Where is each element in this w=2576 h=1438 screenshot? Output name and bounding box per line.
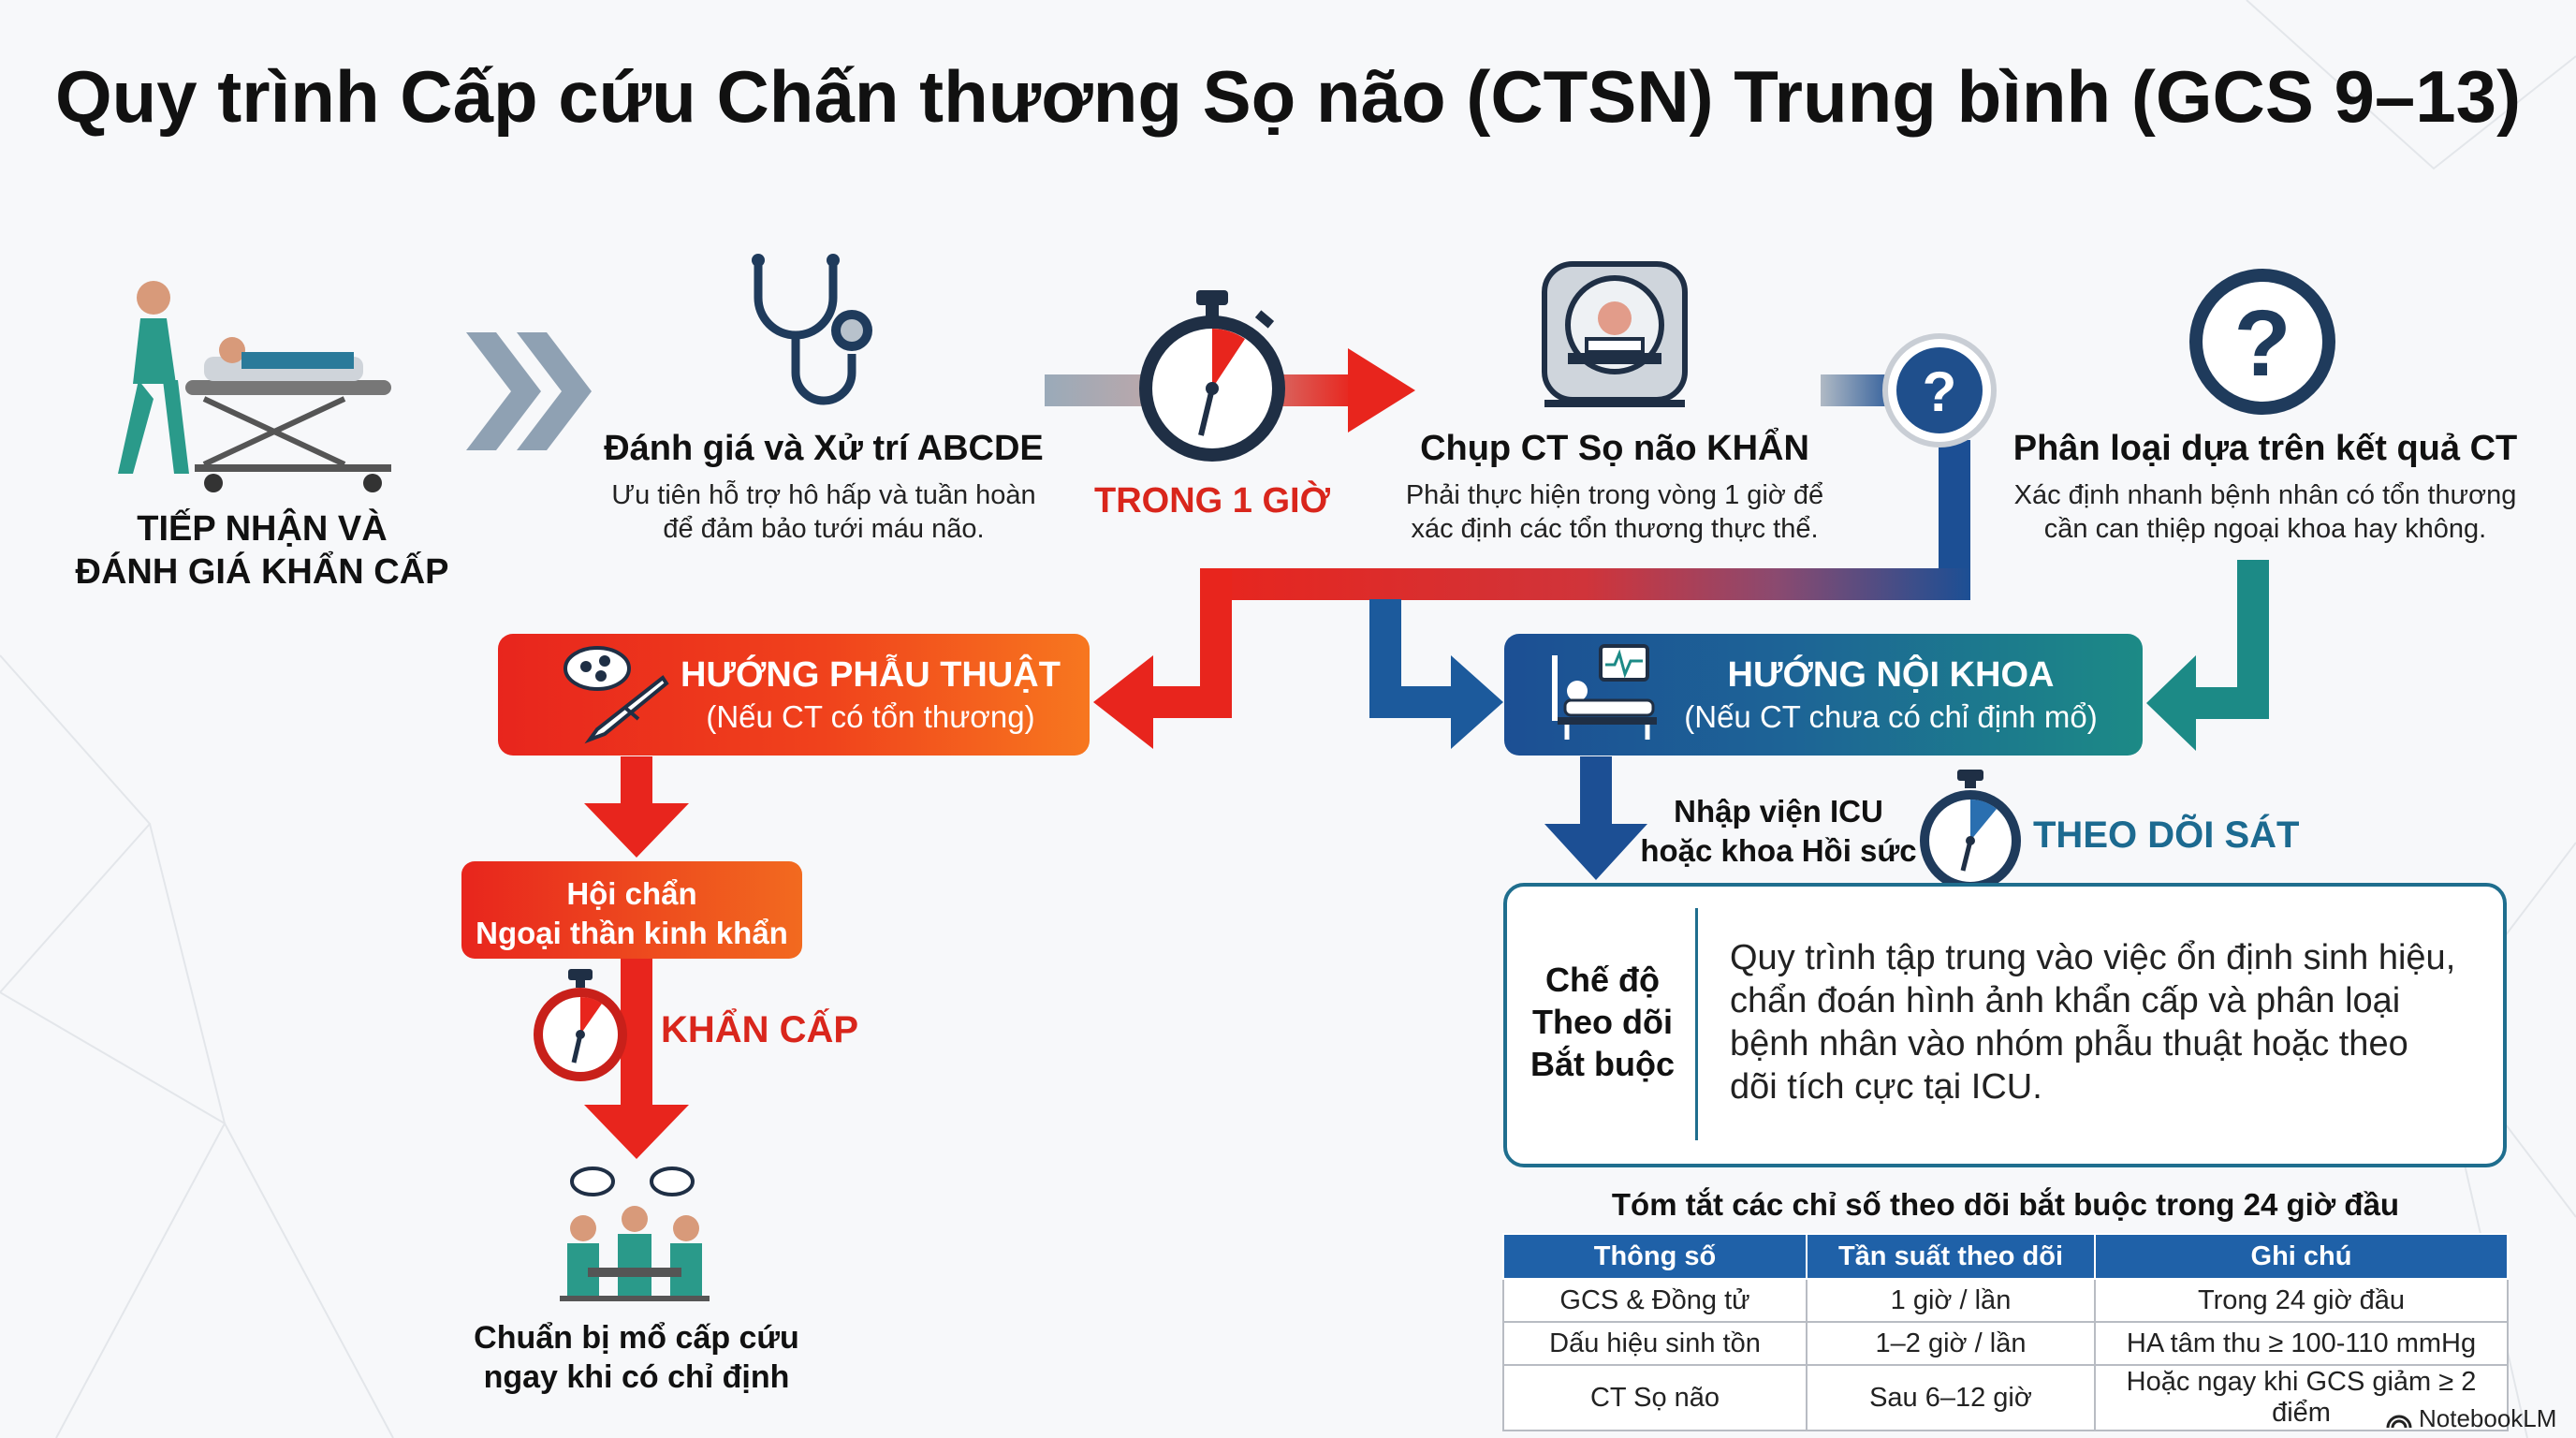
classify-title: Phân loại dựa trên kết quả CT xyxy=(2012,429,2518,468)
classify-desc-2: cần can thiệp ngoại khoa hay không. xyxy=(2043,514,2487,544)
ct-step: Chụp CT Sọ não KHẨN Phải thực hiện trong… xyxy=(1385,429,1844,546)
medical-box-text: HƯỚNG NỘI KHOA (Nếu CT chưa có chỉ định … xyxy=(1661,655,2120,735)
abcde-title: Đánh giá và Xử trí ABCDE xyxy=(604,429,1044,468)
consult-line-2: Ngoại thần kinh khẩn xyxy=(476,916,788,950)
metrics-table: Thông số Tần suất theo dõi Ghi chú GCS &… xyxy=(1502,1233,2509,1431)
panel-label-1: Chế độ xyxy=(1545,961,1660,999)
surgery-prep-text: Chuẩn bị mổ cấp cứu ngay khi có chỉ định xyxy=(440,1318,833,1397)
icu-bed-icon xyxy=(1552,644,1657,740)
ct-desc-2: xác định các tổn thương thực thể. xyxy=(1411,514,1819,544)
brand-name: NotebookLM xyxy=(2419,1404,2557,1432)
page-title: Quy trình Cấp cứu Chấn thương Sọ não (CT… xyxy=(54,55,2522,138)
intake-line-1: TIẾP NHẬN VÀ xyxy=(137,509,388,549)
prep-line-2: ngay khi có chỉ định xyxy=(483,1359,790,1395)
table-title: Tóm tắt các chỉ số theo dõi bắt buộc tro… xyxy=(1611,1187,2400,1222)
icu-admit-text: Nhập viện ICU hoặc khoa Hồi sức xyxy=(1633,792,1924,871)
stretcher-icon xyxy=(118,281,391,492)
table-cell: Hoặc ngay khi GCS giảm ≥ 2 điểm xyxy=(2094,1364,2509,1431)
panel-text: Quy trình tập trung vào việc ổn định sin… xyxy=(1730,936,2497,1108)
stopwatch-icon xyxy=(1139,290,1285,462)
panel-text-2: chẩn đoán hình ảnh khẩn cấp và phân loại xyxy=(1730,981,2401,1020)
surgical-subtitle: (Nếu CT có tổn thương) xyxy=(706,699,1035,734)
abcde-step: Đánh giá và Xử trí ABCDE Ưu tiên hỗ trợ … xyxy=(562,429,1086,546)
ct-scanner-icon xyxy=(1542,261,1688,407)
panel-label-2: Theo dõi xyxy=(1532,1003,1673,1041)
table-header-row: Thông số Tần suất theo dõi Ghi chú xyxy=(1502,1233,2509,1280)
monitor-label: THEO DÕI SÁT xyxy=(2033,814,2300,856)
header-frequency: Tần suất theo dõi xyxy=(1806,1233,2096,1280)
ct-title: Chụp CT Sọ não KHẨN xyxy=(1420,429,1809,468)
question-icon: ? xyxy=(2189,269,2335,415)
mandatory-monitoring-panel xyxy=(1503,883,2507,1167)
panel-label-3: Bắt buộc xyxy=(1530,1045,1675,1083)
brand-watermark: NotebookLM xyxy=(2385,1404,2556,1433)
notebooklm-logo-icon xyxy=(2386,1415,2412,1428)
medical-title: HƯỚNG NỘI KHOA xyxy=(1727,655,2055,695)
prep-line-1: Chuẩn bị mổ cấp cứu xyxy=(474,1320,799,1356)
table-cell: 1 giờ / lần xyxy=(1806,1278,2096,1323)
table-cell: 1–2 giờ / lần xyxy=(1806,1321,2096,1366)
consult-line-1: Hội chẩn xyxy=(566,876,697,911)
admit-line-2: hoặc khoa Hồi sức xyxy=(1640,833,1917,868)
table-row: Dấu hiệu sinh tồn 1–2 giờ / lần HA tâm t… xyxy=(1502,1321,2509,1366)
double-chevron-icon xyxy=(466,332,592,450)
timer-label: TRONG 1 GIỜ xyxy=(1094,481,1330,521)
table-cell: Sau 6–12 giờ xyxy=(1806,1364,2096,1431)
classify-desc-1: Xác định nhanh bệnh nhân có tổn thương xyxy=(2013,480,2517,510)
scalpel-icon xyxy=(564,646,669,744)
surgery-team-icon xyxy=(560,1167,710,1301)
medical-subtitle: (Nếu CT chưa có chỉ định mổ) xyxy=(1684,699,2098,734)
question-node-icon: ? xyxy=(1882,333,1997,448)
header-note: Ghi chú xyxy=(2094,1233,2509,1280)
svg-text:?: ? xyxy=(2233,291,2291,396)
intake-label: TIẾP NHẬN VÀ ĐÁNH GIÁ KHẨN CẤP xyxy=(56,507,468,594)
table-cell: GCS & Đồng tử xyxy=(1502,1278,1808,1323)
table-cell: Trong 24 giờ đầu xyxy=(2094,1278,2509,1323)
abcde-desc-1: Ưu tiên hỗ trợ hô hấp và tuần hoàn xyxy=(611,480,1036,510)
table-row: GCS & Đồng tử 1 giờ / lần Trong 24 giờ đ… xyxy=(1502,1278,2509,1323)
table-cell: CT Sọ não xyxy=(1502,1364,1808,1431)
panel-divider xyxy=(1695,908,1698,1140)
table-cell: HA tâm thu ≥ 100-110 mmHg xyxy=(2094,1321,2509,1366)
consult-text: Hội chẩn Ngoại thần kinh khẩn xyxy=(461,874,802,953)
stethoscope-icon xyxy=(752,254,872,405)
header-parameter: Thông số xyxy=(1502,1233,1808,1280)
ct-desc-1: Phải thực hiện trong vòng 1 giờ để xyxy=(1405,480,1824,510)
surgical-box-text: HƯỚNG PHẪU THUẬT (Nếu CT có tổn thương) xyxy=(674,655,1067,735)
intake-line-2: ĐÁNH GIÁ KHẨN CẤP xyxy=(75,552,449,592)
table-cell: Dấu hiệu sinh tồn xyxy=(1502,1321,1808,1366)
monitor-stopwatch-icon xyxy=(1920,770,2021,891)
abcde-desc-2: để đảm bảo tưới máu não. xyxy=(663,514,985,544)
panel-label: Chế độ Theo dõi Bắt buộc xyxy=(1516,959,1689,1085)
admit-line-1: Nhập viện ICU xyxy=(1674,794,1883,829)
svg-text:?: ? xyxy=(1923,360,1957,423)
table-row: CT Sọ não Sau 6–12 giờ Hoặc ngay khi GCS… xyxy=(1502,1364,2509,1431)
urgent-stopwatch-icon xyxy=(534,969,627,1081)
surgical-title: HƯỚNG PHẪU THUẬT xyxy=(681,655,1061,695)
panel-text-3: bệnh nhân vào nhóm phẫu thuật hoặc theo xyxy=(1730,1024,2408,1064)
urgent-label: KHẨN CẤP xyxy=(661,1009,859,1050)
panel-text-1: Quy trình tập trung vào việc ổn định sin… xyxy=(1730,938,2456,977)
consult-box xyxy=(461,861,802,959)
classify-step: Phân loại dựa trên kết quả CT Xác định n… xyxy=(1994,429,2537,546)
panel-text-4: dõi tích cực tại ICU. xyxy=(1730,1067,2042,1107)
